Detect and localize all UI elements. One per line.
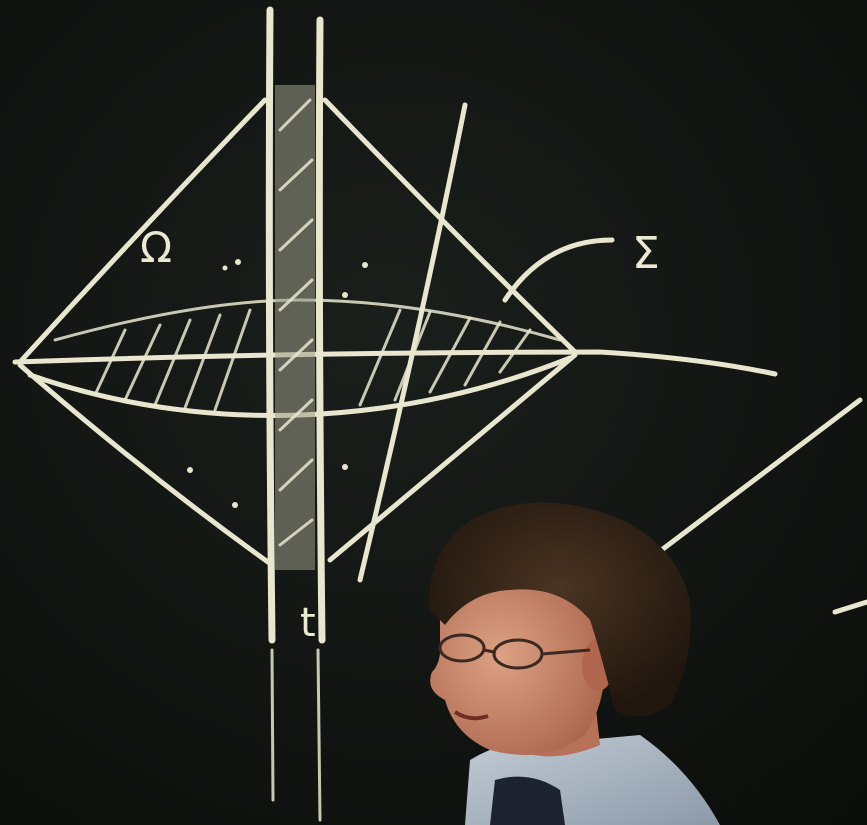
- lecturer-hair: [429, 502, 691, 717]
- dot-marks: [187, 259, 368, 508]
- sigma-pointer-curve: [502, 237, 615, 303]
- surface-label: Σ: [632, 228, 660, 279]
- slanted-curve: [357, 102, 468, 583]
- lecturer-undershirt: [490, 776, 565, 825]
- right-edge-mark: [832, 599, 867, 615]
- vertical-axis-strip: [265, 6, 326, 822]
- lecturer: [429, 502, 720, 825]
- axis-label: t: [300, 600, 316, 646]
- lecturer-face: [430, 574, 605, 755]
- region-label: Ω: [140, 223, 172, 272]
- right-diagonal-line: [652, 397, 863, 558]
- lecturer-mouth: [453, 710, 489, 721]
- lecturer-glasses: [438, 633, 591, 670]
